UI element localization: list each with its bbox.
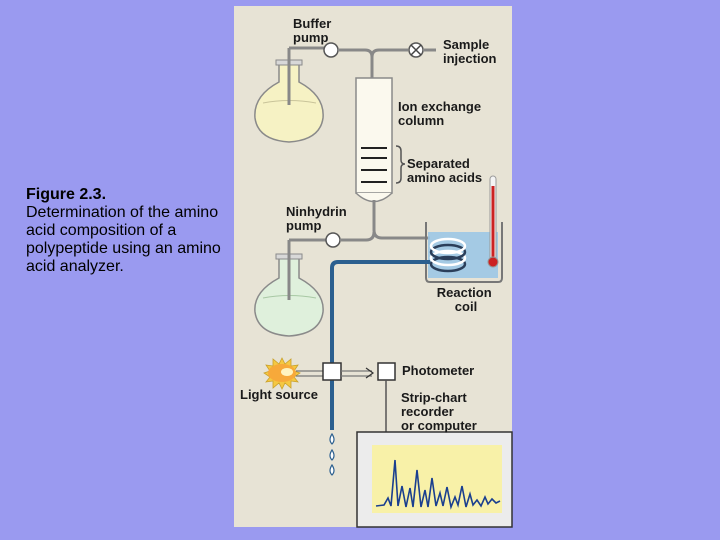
label-light-source: Light source [240, 387, 318, 402]
label-sample-injection: Sample injection [443, 37, 497, 66]
photometer-icon [377, 362, 396, 381]
caption-title: Figure 2.3. [26, 186, 107, 203]
ninhydrin-flask [254, 240, 324, 337]
figure-caption: Figure 2.3. Determination of the amino a… [26, 186, 226, 276]
effluent-tube [330, 260, 430, 430]
label-strip-chart-recorder: Strip-chart recorder or computer [401, 390, 477, 433]
label-reaction-coil: Reaction coil [437, 285, 496, 314]
label-photometer: Photometer [402, 363, 474, 378]
buffer-pump-icon [323, 42, 339, 58]
label-separated-amino-acids: Separated amino acids [407, 156, 482, 185]
reaction-coil-icon [429, 237, 467, 273]
cuvette-icon [322, 362, 342, 381]
label-buffer-pump: Buffer pump [293, 16, 335, 45]
drops-icon [329, 432, 335, 476]
label-ninhydrin-pump: Ninhydrin pump [286, 204, 350, 233]
strip-chart-trace [375, 459, 501, 510]
light-source-icon [263, 357, 301, 390]
ion-exchange-column [355, 77, 393, 203]
ninhydrin-pump-icon [325, 232, 341, 248]
sample-injection-valve-icon [408, 42, 424, 58]
strip-chart-recorder [356, 431, 513, 528]
label-ion-exchange-column: Ion exchange column [398, 99, 485, 128]
buffer-flask [254, 48, 324, 143]
thermometer-icon [487, 175, 499, 268]
separated-bracket [395, 145, 406, 184]
caption-body: Determination of the amino acid composit… [26, 204, 221, 275]
